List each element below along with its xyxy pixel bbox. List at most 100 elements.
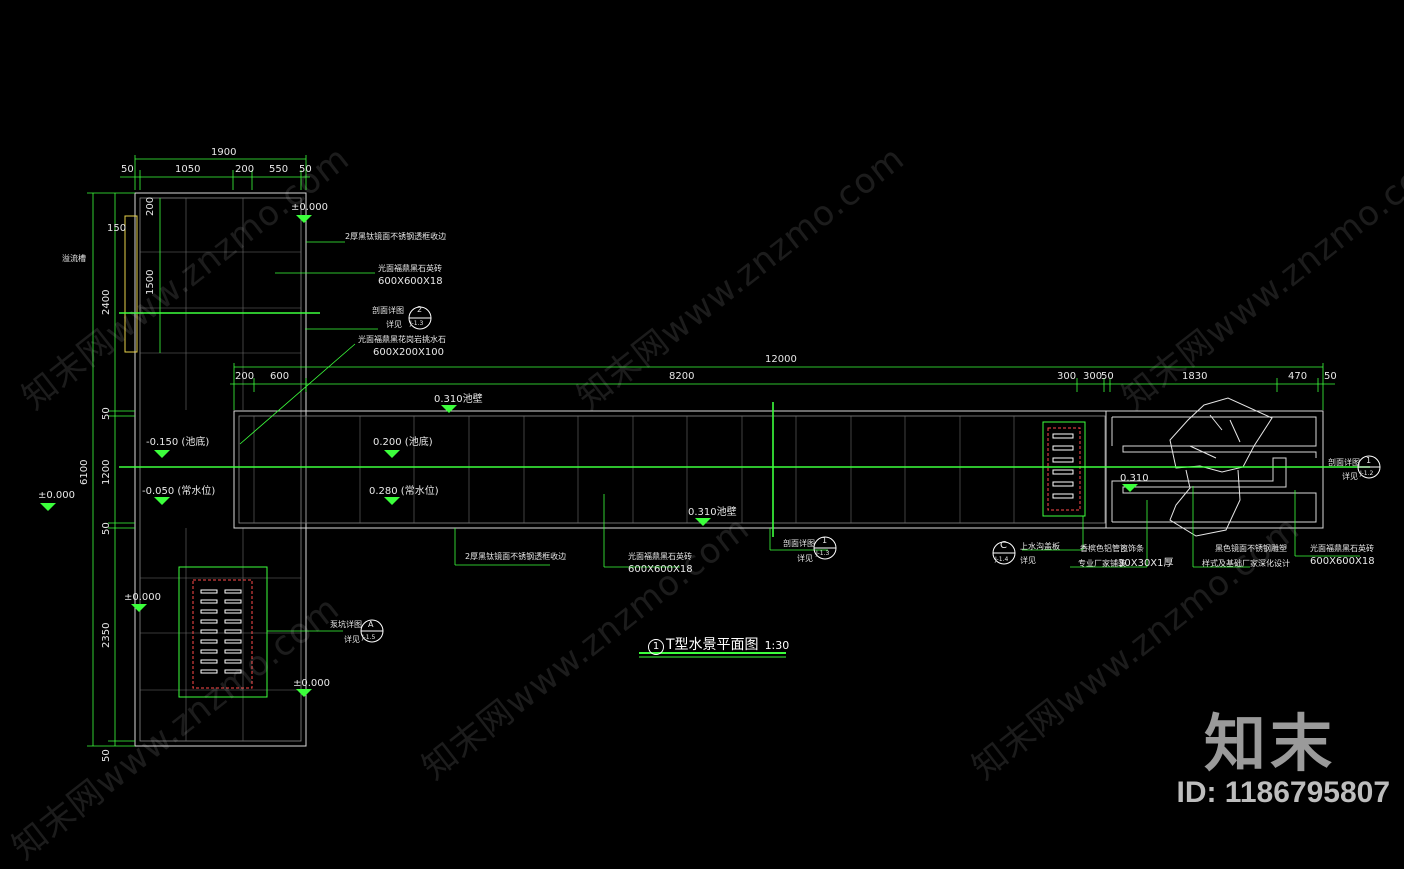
dim-50: 50 — [101, 407, 112, 420]
detail-sheet: J-1.3 — [816, 550, 830, 557]
note-section2: 剖面详图 — [372, 306, 404, 315]
pump-grate — [192, 579, 253, 689]
level-label: ±0.000 — [293, 678, 331, 689]
dim-8200: 8200 — [669, 371, 695, 382]
pump-box — [178, 566, 268, 698]
note-section2-ref: 详见 — [386, 320, 402, 329]
brand-logo-text: 知末 — [1203, 707, 1336, 780]
level-label: -0.150 (池底) — [146, 437, 210, 448]
note-pump: 泵坑详图 — [330, 620, 362, 629]
note-granite-right-size: 600X600X18 — [1310, 556, 1375, 567]
note-granite-bottom-size: 600X600X18 — [628, 564, 693, 575]
dim-12000: 12000 — [765, 354, 797, 365]
level-label: ±0.000 — [38, 490, 76, 501]
note-section1: 剖面详图 — [783, 539, 815, 548]
dim-200: 200 — [145, 196, 156, 216]
dim-2350: 2350 — [101, 622, 112, 648]
level-label: 0.200 (池底) — [373, 437, 433, 448]
vertical-pool-inner — [139, 197, 302, 742]
dim-6100: 6100 — [79, 459, 90, 485]
detail-sheet: J-1.5 — [362, 634, 376, 641]
title-scale: 1:30 — [764, 639, 790, 652]
dim-50: 50 — [101, 522, 112, 535]
channel-grid — [253, 416, 1015, 523]
level-label: 0.310 — [1120, 473, 1149, 484]
pump-slots — [200, 589, 242, 674]
note-granite-strip-size: 600X200X100 — [373, 347, 444, 358]
dim-1200: 1200 — [101, 459, 112, 485]
level-label: 0.310池壁 — [434, 394, 483, 405]
dim-2400: 2400 — [101, 289, 112, 315]
note-granite-top-size: 600X600X18 — [378, 276, 443, 287]
note-steel-top: 2厚黑钛镜面不锈钢透框收边 — [345, 232, 447, 241]
detail-letter: C — [1000, 540, 1007, 551]
dim-50: 50 — [1101, 371, 1114, 382]
note-granite-bottom: 光面福鼎黑石英砖 — [628, 552, 692, 561]
dim-300: 300 — [1083, 371, 1103, 382]
overflow-weir — [124, 215, 138, 353]
drain-slots — [1052, 433, 1074, 499]
dim-470: 470 — [1288, 371, 1308, 382]
note-grill2: 专业厂家铺装 — [1078, 559, 1126, 568]
note-granite-right: 光面福鼎黑石英砖 — [1310, 544, 1374, 553]
level-label: ±0.000 — [124, 592, 162, 603]
detail-number: 1 — [1366, 456, 1372, 465]
level-label: 0.310池壁 — [688, 507, 737, 518]
leader-lines — [239, 241, 1360, 632]
image-id: ID: 1186795807 — [1176, 776, 1390, 809]
drain-grate — [1047, 427, 1081, 511]
dim-600: 600 — [270, 371, 290, 382]
dim-50: 50 — [101, 749, 112, 762]
note-section-r-ref: 详见 — [1342, 472, 1358, 481]
dim-50: 50 — [121, 164, 134, 175]
right-basin — [1105, 410, 1324, 529]
dim-1050: 1050 — [175, 164, 201, 175]
plan-drawing — [40, 155, 1381, 747]
note-c: 上水沟盖板 — [1020, 542, 1060, 551]
dimension-lines — [87, 155, 1335, 747]
note-grill: 香槟色铝管篦饰条 — [1080, 544, 1144, 553]
dim-50: 50 — [1324, 371, 1337, 382]
dim-200: 200 — [235, 164, 255, 175]
note-granite-top: 光面福鼎黑石英砖 — [378, 264, 442, 273]
sculpture — [1169, 397, 1273, 537]
detail-number: 1 — [822, 536, 828, 545]
note-sculpture2: 样式及基础厂家深化设计 — [1202, 559, 1290, 568]
horizontal-channel-inner — [238, 415, 1106, 524]
note-section-r: 剖面详图 — [1328, 458, 1360, 467]
detail-number: 2 — [417, 305, 423, 314]
detail-symbols — [360, 306, 1381, 643]
dim-150: 150 — [107, 223, 127, 234]
cad-drawing-canvas: 知末网www.znzmo.com 知末网www.znzmo.com 知末网www… — [5, 138, 1404, 868]
detail-letter: A — [368, 620, 374, 629]
detail-sheet: J-1.3 — [410, 320, 424, 327]
note-grill-size: 30X30X1厚 — [1118, 558, 1174, 569]
level-label: -0.050 (常水位) — [142, 486, 216, 497]
title-text: T型水景平面图 — [666, 637, 759, 653]
note-overflow: 溢流槽 — [62, 254, 86, 263]
dim-200: 200 — [235, 371, 255, 382]
dim-1900: 1900 — [211, 147, 237, 158]
detail-sheet: J-1.4 — [995, 556, 1009, 563]
note-pump-ref: 详见 — [344, 635, 360, 644]
dim-550: 550 — [269, 164, 289, 175]
dim-50: 50 — [299, 164, 312, 175]
note-granite-strip: 光面福鼎黑花岗岩挑水石 — [358, 335, 446, 344]
level-label: ±0.000 — [291, 202, 329, 213]
vertical-pool-grid — [140, 198, 301, 741]
note-sculpture: 黑色镜面不锈钢雕塑 — [1215, 544, 1287, 553]
section-lines — [119, 312, 1370, 537]
horizontal-channel-outline — [233, 410, 1324, 529]
dim-300: 300 — [1057, 371, 1077, 382]
drain-box — [1042, 421, 1086, 517]
note-section1-ref: 详见 — [797, 554, 813, 563]
dim-1830: 1830 — [1182, 371, 1208, 382]
note-c-ref: 详见 — [1020, 556, 1036, 565]
dim-1500: 1500 — [145, 269, 156, 295]
level-label: 0.280 (常水位) — [369, 486, 439, 497]
title-number: 1 — [648, 639, 664, 655]
level-markers — [40, 215, 1138, 697]
note-steel-bottom: 2厚黑钛镜面不锈钢透框收边 — [465, 552, 567, 561]
detail-sheet: J-1.2 — [1360, 470, 1374, 477]
